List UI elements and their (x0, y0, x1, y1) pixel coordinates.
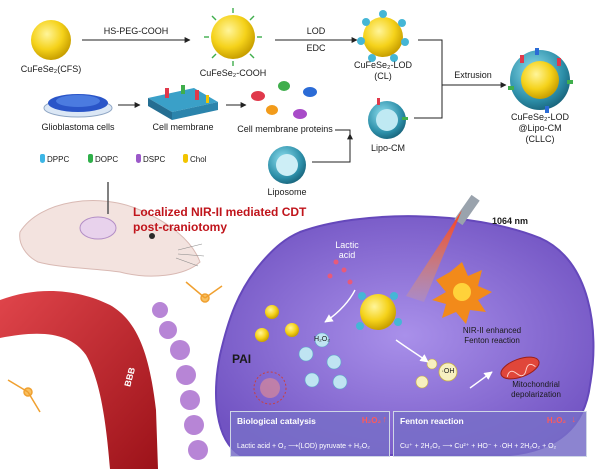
label-cllc-line2: @Lipo-CM (518, 123, 562, 133)
merge-bracket (334, 129, 351, 163)
label-lod: LOD (306, 26, 326, 36)
fenton-box-h2o2: H₂O₂ (546, 416, 566, 425)
bio-box-h2o2: H₂O₂ (361, 416, 381, 425)
label-h2o2: H₂O₂ (314, 336, 330, 343)
label-cl-line1: CuFeSe₂-LOD (353, 60, 413, 70)
label-edc: EDC (306, 43, 326, 53)
bbb-cells (152, 302, 208, 460)
label-oh: ·OH (441, 368, 455, 375)
h2o2-bubbles (298, 332, 348, 390)
legend-chol: Chol (183, 154, 206, 164)
extrusion-bracket (414, 39, 443, 119)
label-laser: 1064 nm (492, 216, 529, 226)
fenton-explosion (432, 262, 492, 324)
laser-device (406, 194, 480, 302)
label-nir-line1: NIR-II enhanced (462, 326, 522, 335)
tumor-arrows (324, 289, 493, 389)
fenton-box-title: Fenton reaction (400, 416, 464, 426)
title-line1: Localized NIR-II mediated CDT (133, 205, 307, 219)
label-glioblastoma: Glioblastoma cells (41, 122, 115, 132)
title-line2: post-craniotomy (133, 220, 228, 234)
label-cllc-line1: CuFeSe₂-LOD (510, 112, 570, 122)
label-mito-line1: Mitochondrial (512, 380, 560, 389)
legend-dspc: DSPC (136, 154, 165, 164)
legend-dopc-label: DOPC (95, 155, 119, 164)
lactic-acid-molecules (327, 259, 353, 285)
fenton-reaction-box: Fenton reaction H₂O₂ ↓ Cu⁺ + 2H₂O₂ ⟶ Cu²… (393, 411, 587, 457)
bio-box-equation: Lactic acid + O₂ ⟶(LOD) pyruvate + H₂O₂ (237, 443, 370, 450)
label-cfs: CuFeSe₂(CFS) (20, 64, 82, 74)
cell-membrane-slab (148, 85, 218, 120)
label-lipo-cm: Lipo-CM (370, 143, 406, 153)
blood-vessel (0, 290, 158, 469)
label-nir-line2: Fenton reaction (464, 336, 520, 345)
label-mito-line2: depolarization (511, 390, 561, 399)
label-pai: PAI (232, 352, 252, 366)
fenton-box-equation: Cu⁺ + 2H₂O₂ ⟶ Cu²⁺ + HO⁻ + ·OH + 2H₂O₂ +… (400, 443, 557, 450)
label-extrusion: Extrusion (454, 70, 492, 80)
legend-dopc: DOPC (88, 154, 118, 164)
bio-box-up-arrow-icon: ↑ (382, 414, 388, 424)
legend-dppc: DPPC (40, 154, 69, 164)
cfs-nanoparticle (31, 20, 71, 60)
label-cell-membrane: Cell membrane (152, 122, 214, 132)
label-cm-proteins: Cell membrane proteins (237, 124, 333, 134)
biological-catalysis-box: Biological catalysis H₂O₂ ↑ Lactic acid … (230, 411, 390, 457)
glioblastoma-dish (43, 94, 113, 118)
legend-dppc-label: DPPC (47, 155, 70, 164)
neurons (7, 281, 223, 413)
label-lactic-line2: acid (338, 250, 356, 260)
chol-icon (183, 154, 188, 163)
legend-dspc-label: DSPC (143, 155, 166, 164)
oh-radicals (415, 358, 458, 389)
nanoparticle-cluster (255, 305, 299, 342)
legend-chol-label: Chol (190, 155, 207, 164)
fenton-box-down-arrow-icon: ↓ (571, 414, 577, 424)
dspc-icon (136, 154, 141, 163)
label-cfs-cooh: CuFeSe₂-COOH (199, 68, 267, 78)
label-hs-peg: HS-PEG-COOH (103, 26, 169, 36)
label-liposome: Liposome (267, 187, 307, 197)
membrane-proteins (251, 81, 317, 119)
pai-signal (253, 371, 287, 405)
dopc-icon (88, 154, 93, 163)
label-lactic-line1: Lactic (335, 240, 359, 250)
cllc-in-tumor (356, 292, 402, 330)
cllc-nanoparticle (508, 48, 573, 113)
label-cllc-line3: (CLLC) (525, 134, 555, 144)
liposome-vesicle (268, 146, 306, 184)
mouse (19, 182, 205, 277)
cfs-cooh-nanoparticle (204, 8, 262, 66)
cl-nanoparticle (357, 10, 409, 62)
label-cl-line2: (CL) (374, 71, 392, 81)
lipo-cm-vesicle (368, 98, 408, 139)
dppc-icon (40, 154, 45, 163)
bio-box-title: Biological catalysis (237, 416, 316, 426)
mitochondria (500, 356, 540, 380)
